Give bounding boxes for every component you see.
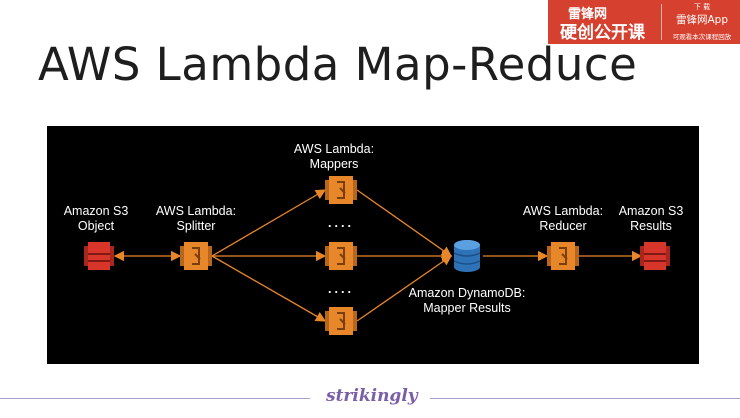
badge-divider [661, 4, 662, 40]
mapper-ellipsis-bottom: .... [328, 282, 354, 296]
aws-lambda-icon [547, 242, 579, 270]
badge-app-name: 雷锋网App [675, 14, 728, 26]
reducer-label: AWS Lambda: Reducer [522, 204, 604, 233]
footer-divider-left [0, 398, 310, 399]
edge-splitter-mapper3 [211, 255, 327, 322]
leiphone-badge[interactable]: 雷锋网 硬创公开课 下 载 雷锋网App 可观看本次课程回放 [548, 0, 740, 44]
aws-lambda-icon [325, 242, 357, 270]
badge-download-label: 下 载 [693, 3, 711, 11]
mapper-ellipsis-top: .... [328, 216, 354, 230]
dynamodb-label: Amazon DynamoDB: Mapper Results [408, 286, 526, 315]
s3-object-label: Amazon S3 Object [63, 204, 129, 233]
badge-site-name: 雷锋网 [568, 7, 608, 22]
amazon-s3-icon [640, 242, 670, 270]
amazon-s3-icon [84, 242, 114, 270]
strikingly-logo: strikingly [326, 386, 418, 406]
s3-results-label: Amazon S3 Results [618, 204, 684, 233]
badge-replay-note: 可观看本次课程回放 [672, 33, 732, 41]
dynamodb-icon [453, 240, 481, 272]
aws-lambda-icon [325, 176, 357, 204]
edge-splitter-mapper1 [211, 189, 327, 257]
connections [113, 189, 643, 322]
mappers-label: AWS Lambda: Mappers [293, 142, 375, 171]
edge-mapper3-dynamodb [356, 255, 453, 322]
badge-course-name: 硬创公开课 [560, 23, 645, 43]
architecture-diagram: Amazon S3 Object AWS Lambda: Splitter AW… [47, 126, 699, 364]
aws-lambda-icon [325, 307, 357, 335]
slide-title: AWS Lambda Map-Reduce [38, 38, 638, 91]
diagram-canvas [84, 176, 670, 335]
edge-mapper1-dynamodb [356, 189, 453, 257]
aws-lambda-icon [180, 242, 212, 270]
footer-divider-right [430, 398, 740, 399]
splitter-label: AWS Lambda: Splitter [155, 204, 237, 233]
